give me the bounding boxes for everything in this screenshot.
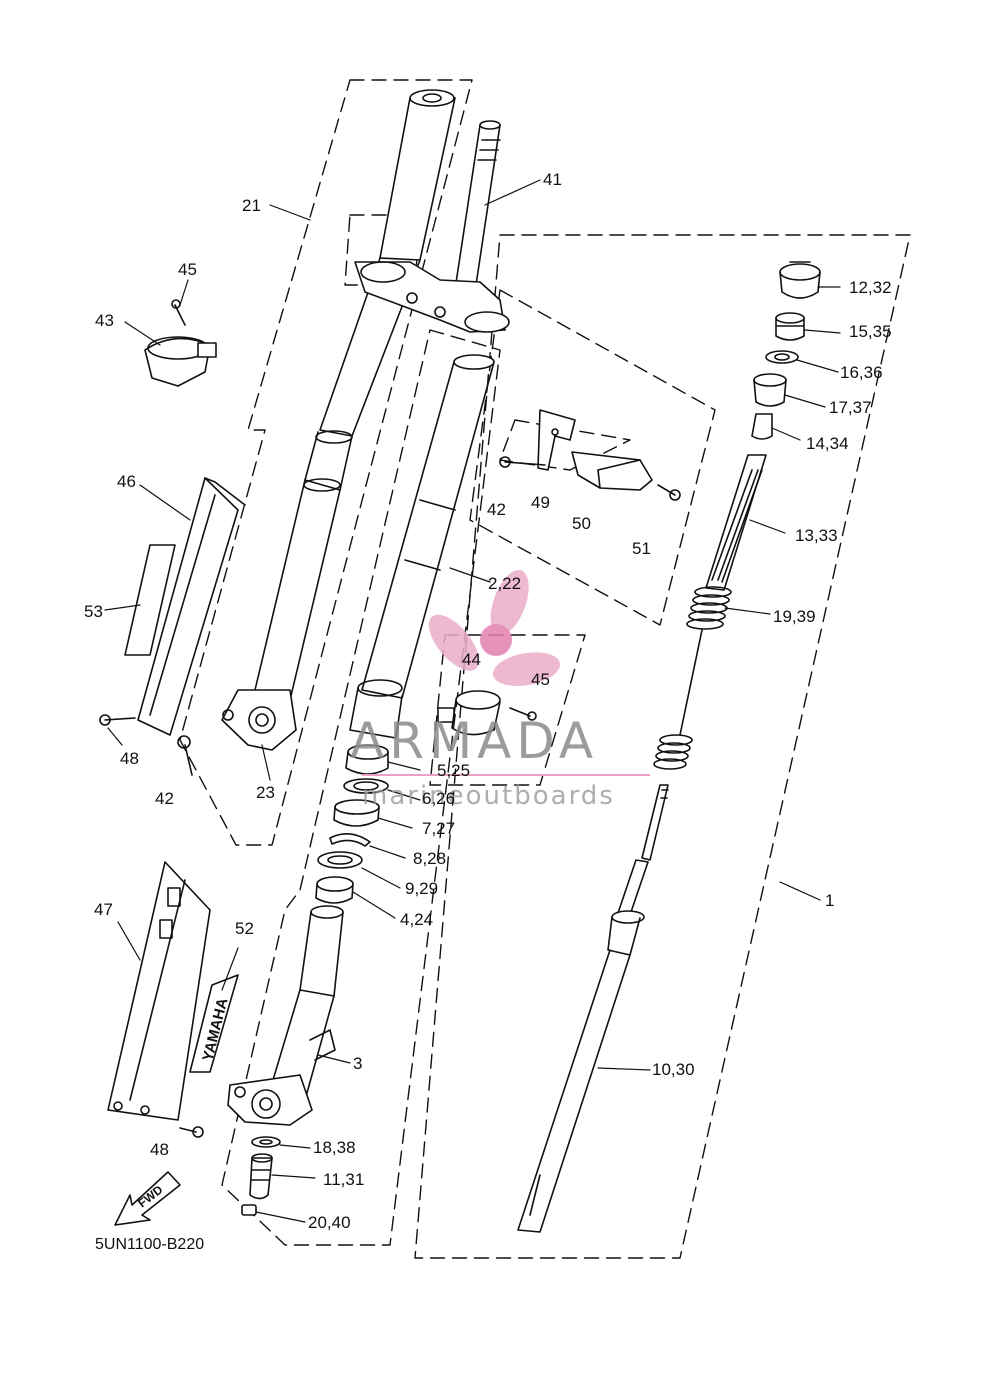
callout-8-28: 8,28 bbox=[413, 849, 447, 868]
callout-46: 46 bbox=[117, 472, 136, 491]
callout-48: 48 bbox=[120, 749, 139, 768]
callout-19-39: 19,39 bbox=[773, 607, 816, 626]
bolt-48a bbox=[99, 714, 136, 726]
callout-16-36: 16,36 bbox=[840, 363, 883, 382]
fwd-arrow-icon bbox=[114, 1171, 181, 1226]
callout-43: 43 bbox=[95, 311, 114, 330]
callout-9-29: 9,29 bbox=[405, 879, 439, 898]
callout-50: 50 bbox=[572, 514, 591, 533]
callout-14-34: 14,34 bbox=[806, 434, 849, 453]
steering-stem-41 bbox=[354, 120, 510, 333]
callout-11-31: 11,31 bbox=[323, 1170, 365, 1189]
outer-tube-21 bbox=[221, 89, 456, 751]
boundary-44-45 bbox=[429, 634, 586, 786]
watermark-tagline: marineoutboards bbox=[362, 781, 615, 811]
callout-41: 41 bbox=[543, 170, 562, 189]
inner-tube-2-22 bbox=[349, 354, 495, 739]
clamp-43 bbox=[144, 299, 217, 387]
callout-49: 49 bbox=[531, 493, 550, 512]
callout-15-35: 15,35 bbox=[849, 322, 892, 341]
decal-52 bbox=[189, 974, 239, 1073]
callout-51: 51 bbox=[632, 539, 651, 558]
callout-53: 53 bbox=[84, 602, 103, 621]
callout-21: 21 bbox=[242, 196, 261, 215]
bottom-parts bbox=[241, 1136, 281, 1216]
callout-42: 42 bbox=[487, 500, 506, 519]
callout-6-26: 6,26 bbox=[422, 789, 456, 808]
callout-44: 44 bbox=[462, 650, 481, 669]
callout-10-30: 10,30 bbox=[652, 1060, 695, 1079]
watermark-brand: ARMADA bbox=[350, 712, 599, 770]
callout-42b: 42 bbox=[155, 789, 174, 808]
guard-46 bbox=[137, 477, 246, 736]
callout-45: 45 bbox=[178, 260, 197, 279]
clamp-44 bbox=[437, 690, 537, 736]
callout-47: 47 bbox=[94, 900, 113, 919]
leader-lines bbox=[104, 179, 841, 1223]
boundary-49-51 bbox=[469, 289, 716, 626]
diagram-code: 5UN1100-B220 bbox=[95, 1236, 205, 1253]
bolt-42b bbox=[177, 735, 193, 776]
propeller-logo-icon bbox=[428, 569, 561, 686]
cartridge-1 bbox=[517, 261, 821, 1233]
spring-small bbox=[653, 734, 693, 770]
callout-20-40: 20,40 bbox=[308, 1213, 351, 1232]
guard-47 bbox=[107, 861, 211, 1121]
callout-18-38: 18,38 bbox=[313, 1138, 356, 1157]
callout-17-37: 17,37 bbox=[829, 398, 872, 417]
callout-52: 52 bbox=[235, 919, 254, 938]
callout-5-25: 5,25 bbox=[437, 761, 471, 780]
callout-7-27: 7,27 bbox=[422, 819, 456, 838]
callout-13-33: 13,33 bbox=[795, 526, 838, 545]
callout-48b: 48 bbox=[150, 1140, 169, 1159]
bolt-48b bbox=[179, 1126, 204, 1138]
lower-tube-3 bbox=[227, 905, 344, 1126]
guard-bracket bbox=[499, 409, 681, 501]
callout-2-22: 2,22 bbox=[488, 574, 522, 593]
callout-12-32: 12,32 bbox=[849, 278, 892, 297]
callout-4-24: 4,24 bbox=[400, 910, 434, 929]
boundary-1 bbox=[414, 234, 911, 1259]
boundary-21 bbox=[179, 79, 473, 846]
callout-3: 3 bbox=[353, 1054, 363, 1073]
decal-53 bbox=[124, 544, 176, 656]
boundary-49 bbox=[499, 419, 631, 471]
callout-1: 1 bbox=[825, 891, 835, 910]
callout-23: 23 bbox=[256, 783, 275, 802]
callout-45b: 45 bbox=[531, 670, 550, 689]
